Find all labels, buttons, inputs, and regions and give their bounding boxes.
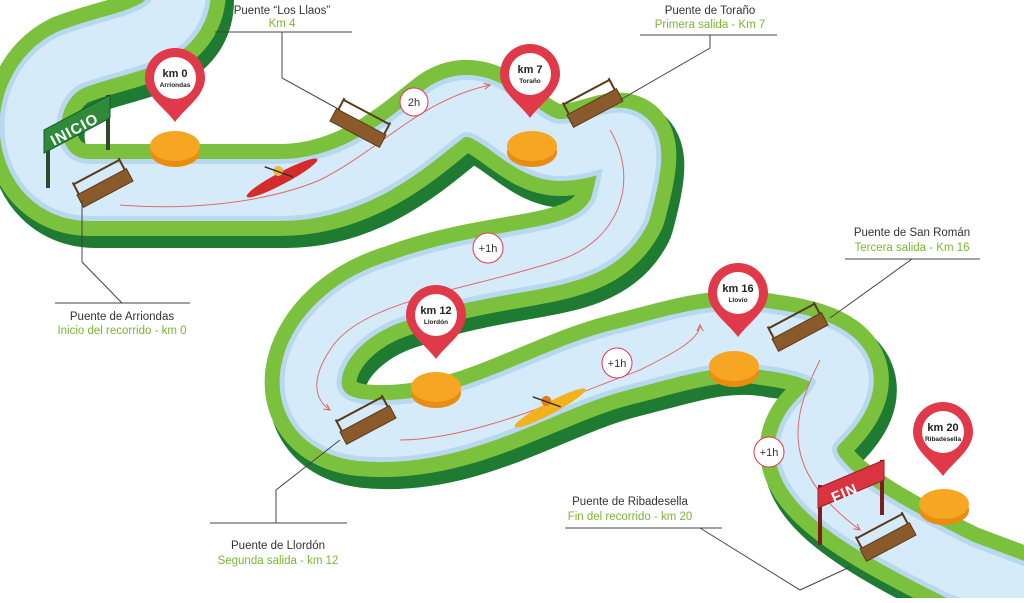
location-pin-km20: km 20 Ribadesella [913,402,973,476]
pin-km-label: km 0 [162,68,187,80]
kayak-red-icon [246,158,318,198]
bridge-subtitle: Km 4 [269,18,296,30]
bridge-title: Puente de Llordón [231,540,325,552]
location-pin-km0: km 0 Arriondas [145,48,205,122]
pin-place-label: Llordón [424,319,448,326]
coin-icon [507,131,557,167]
bridge-subtitle: Inicio del recorrido - km 0 [57,325,186,337]
bridge-icon [71,157,134,209]
route-direction-line [119,85,490,208]
callout-puente-de-torano: Puente de Toraño Primera salida - Km 7 [655,5,766,31]
callout-puente-de-arriondas: Puente de Arriondas Inicio del recorrido… [57,311,186,337]
duration-label: +1h [608,358,627,370]
location-pin-km7: km 7 Toraño [500,44,560,118]
duration-label: +1h [479,243,498,255]
pin-place-label: Llovio [728,297,747,304]
pin-place-label: Ribadesella [925,436,962,443]
bridge-title: Puente de Toraño [665,5,756,17]
bridge-icon [766,301,829,353]
coin-icon [919,489,969,525]
duration-badge: +1h [472,232,504,264]
bridge-title: Puente de Ribadesella [572,496,688,508]
location-pin-km16: km 16 Llovio [708,263,768,337]
duration-badge: +1h [753,436,785,468]
callout-puente-de-ribadesella: Puente de Ribadesella Fin del recorrido … [568,496,693,523]
bridge-icon [334,394,397,446]
callout-puente-de-san-roman: Puente de San Román Tercera salida - Km … [854,227,970,254]
route-direction-line [399,325,700,441]
bridge-title: Puente de Arriondas [70,311,174,323]
pin-km-label: km 12 [420,305,451,317]
bridge-icon [561,77,624,129]
route-direction-line [316,129,625,410]
bridge-icon [854,511,917,563]
bridge-subtitle: Fin del recorrido - km 20 [568,511,693,523]
callout-puente-los-llaos: Puente “Los Llaos” Km 4 [234,5,331,30]
coin-icon [411,372,461,408]
bridge-icon [329,97,392,149]
callout-lines [55,31,980,591]
pin-place-label: Arriondas [160,82,191,89]
duration-badge: +1h [601,347,633,379]
bridge-subtitle: Segunda salida - km 12 [218,555,339,567]
coin-icon [150,131,200,167]
bridge-subtitle: Primera salida - Km 7 [655,19,766,31]
pin-km-label: km 7 [517,64,542,76]
bridge-subtitle: Tercera salida - Km 16 [854,242,969,254]
duration-badge: 2h [399,87,429,117]
pin-km-label: km 20 [927,422,958,434]
bridge-title: Puente “Los Llaos” [234,5,331,17]
callout-puente-de-llordon: Puente de Llordón Segunda salida - km 12 [218,540,339,567]
bridge-title: Puente de San Román [854,227,970,239]
duration-label: +1h [760,447,779,459]
kayak-yellow-icon [514,388,586,428]
location-pin-km12: km 12 Llordón [406,285,466,359]
duration-label: 2h [408,97,420,109]
route-direction-line [797,359,860,530]
pin-place-label: Toraño [519,78,541,85]
pin-km-label: km 16 [722,283,753,295]
coin-icon [709,351,759,387]
